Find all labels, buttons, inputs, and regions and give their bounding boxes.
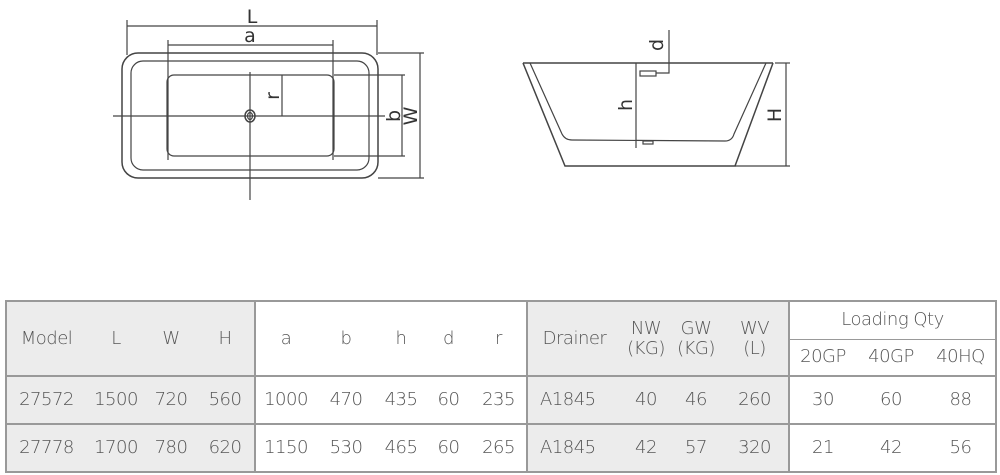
header-wv-line1: WV [739,317,770,339]
header-40hq: 40HQ [926,338,998,377]
header-h: h [376,300,426,377]
cell-W: 720 [146,375,196,425]
cell-h: 435 [376,375,426,425]
cell-20gp: 21 [789,423,856,473]
cell-model: 27572 [5,375,86,425]
cell-b: 530 [316,423,376,473]
cell-nw: 42 [621,423,671,473]
cell-L: 1700 [86,423,146,473]
cell-d: 60 [426,423,471,473]
header-H: H [196,300,256,377]
header-L: L [86,300,146,377]
table-row: 27572 1500 720 560 1000 470 435 60 235 A… [5,375,998,425]
header-nw-line1: NW [630,317,662,339]
cell-model: 27778 [5,423,86,473]
cell-wv: 260 [721,375,790,425]
label-L: L [247,6,258,28]
cell-L: 1500 [86,375,146,425]
header-nw: NW(KG) [621,300,671,377]
header-gw-line2: (KG) [677,337,715,359]
cell-W: 780 [146,423,196,473]
header-d: d [426,300,471,377]
label-d: d [646,39,668,51]
spec-table: Model L W H a b h d r Drainer NW(KG) GW(… [5,300,998,473]
header-20gp: 20GP [789,338,856,377]
header-wv: WV(L) [721,300,790,377]
cell-nw: 40 [621,375,671,425]
cell-40gp: 42 [856,423,926,473]
cell-drainer: A1845 [527,423,621,473]
label-b: b [383,110,405,122]
header-wv-line2: (L) [743,337,766,359]
cell-40gp: 60 [856,375,926,425]
cell-drainer: A1845 [527,375,621,425]
cell-H: 620 [196,423,256,473]
dimension-drawings: L a r b W d h H [113,6,790,200]
header-gw-line1: GW [680,317,712,339]
cell-r: 235 [471,375,528,425]
table-row: 27778 1700 780 620 1150 530 465 60 265 A… [5,423,998,473]
label-W: W [400,106,422,125]
header-loading-qty: Loading Qty [789,300,998,340]
cell-a: 1000 [255,375,316,425]
header-a: a [255,300,316,377]
top-view-drawing: L a r b W [113,6,424,200]
label-a: a [244,25,256,47]
cell-h: 465 [376,423,426,473]
cell-d: 60 [426,375,471,425]
header-40gp: 40GP [856,338,926,377]
header-model: Model [5,300,86,377]
cell-40hq: 88 [926,375,998,425]
label-H: H [764,108,786,122]
header-r: r [471,300,528,377]
cell-gw: 46 [671,375,721,425]
cell-r: 265 [471,423,528,473]
cell-gw: 57 [671,423,721,473]
label-r: r [262,92,284,100]
cell-20gp: 30 [789,375,856,425]
label-h: h [615,99,637,111]
side-view-drawing: d h H [522,30,790,167]
header-gw: GW(KG) [671,300,721,377]
cell-40hq: 56 [926,423,998,473]
cell-a: 1150 [255,423,316,473]
cell-b: 470 [316,375,376,425]
header-nw-line2: (KG) [627,337,665,359]
header-b: b [316,300,376,377]
header-W: W [146,300,196,377]
cell-wv: 320 [721,423,790,473]
header-drainer: Drainer [527,300,621,377]
cell-H: 560 [196,375,256,425]
